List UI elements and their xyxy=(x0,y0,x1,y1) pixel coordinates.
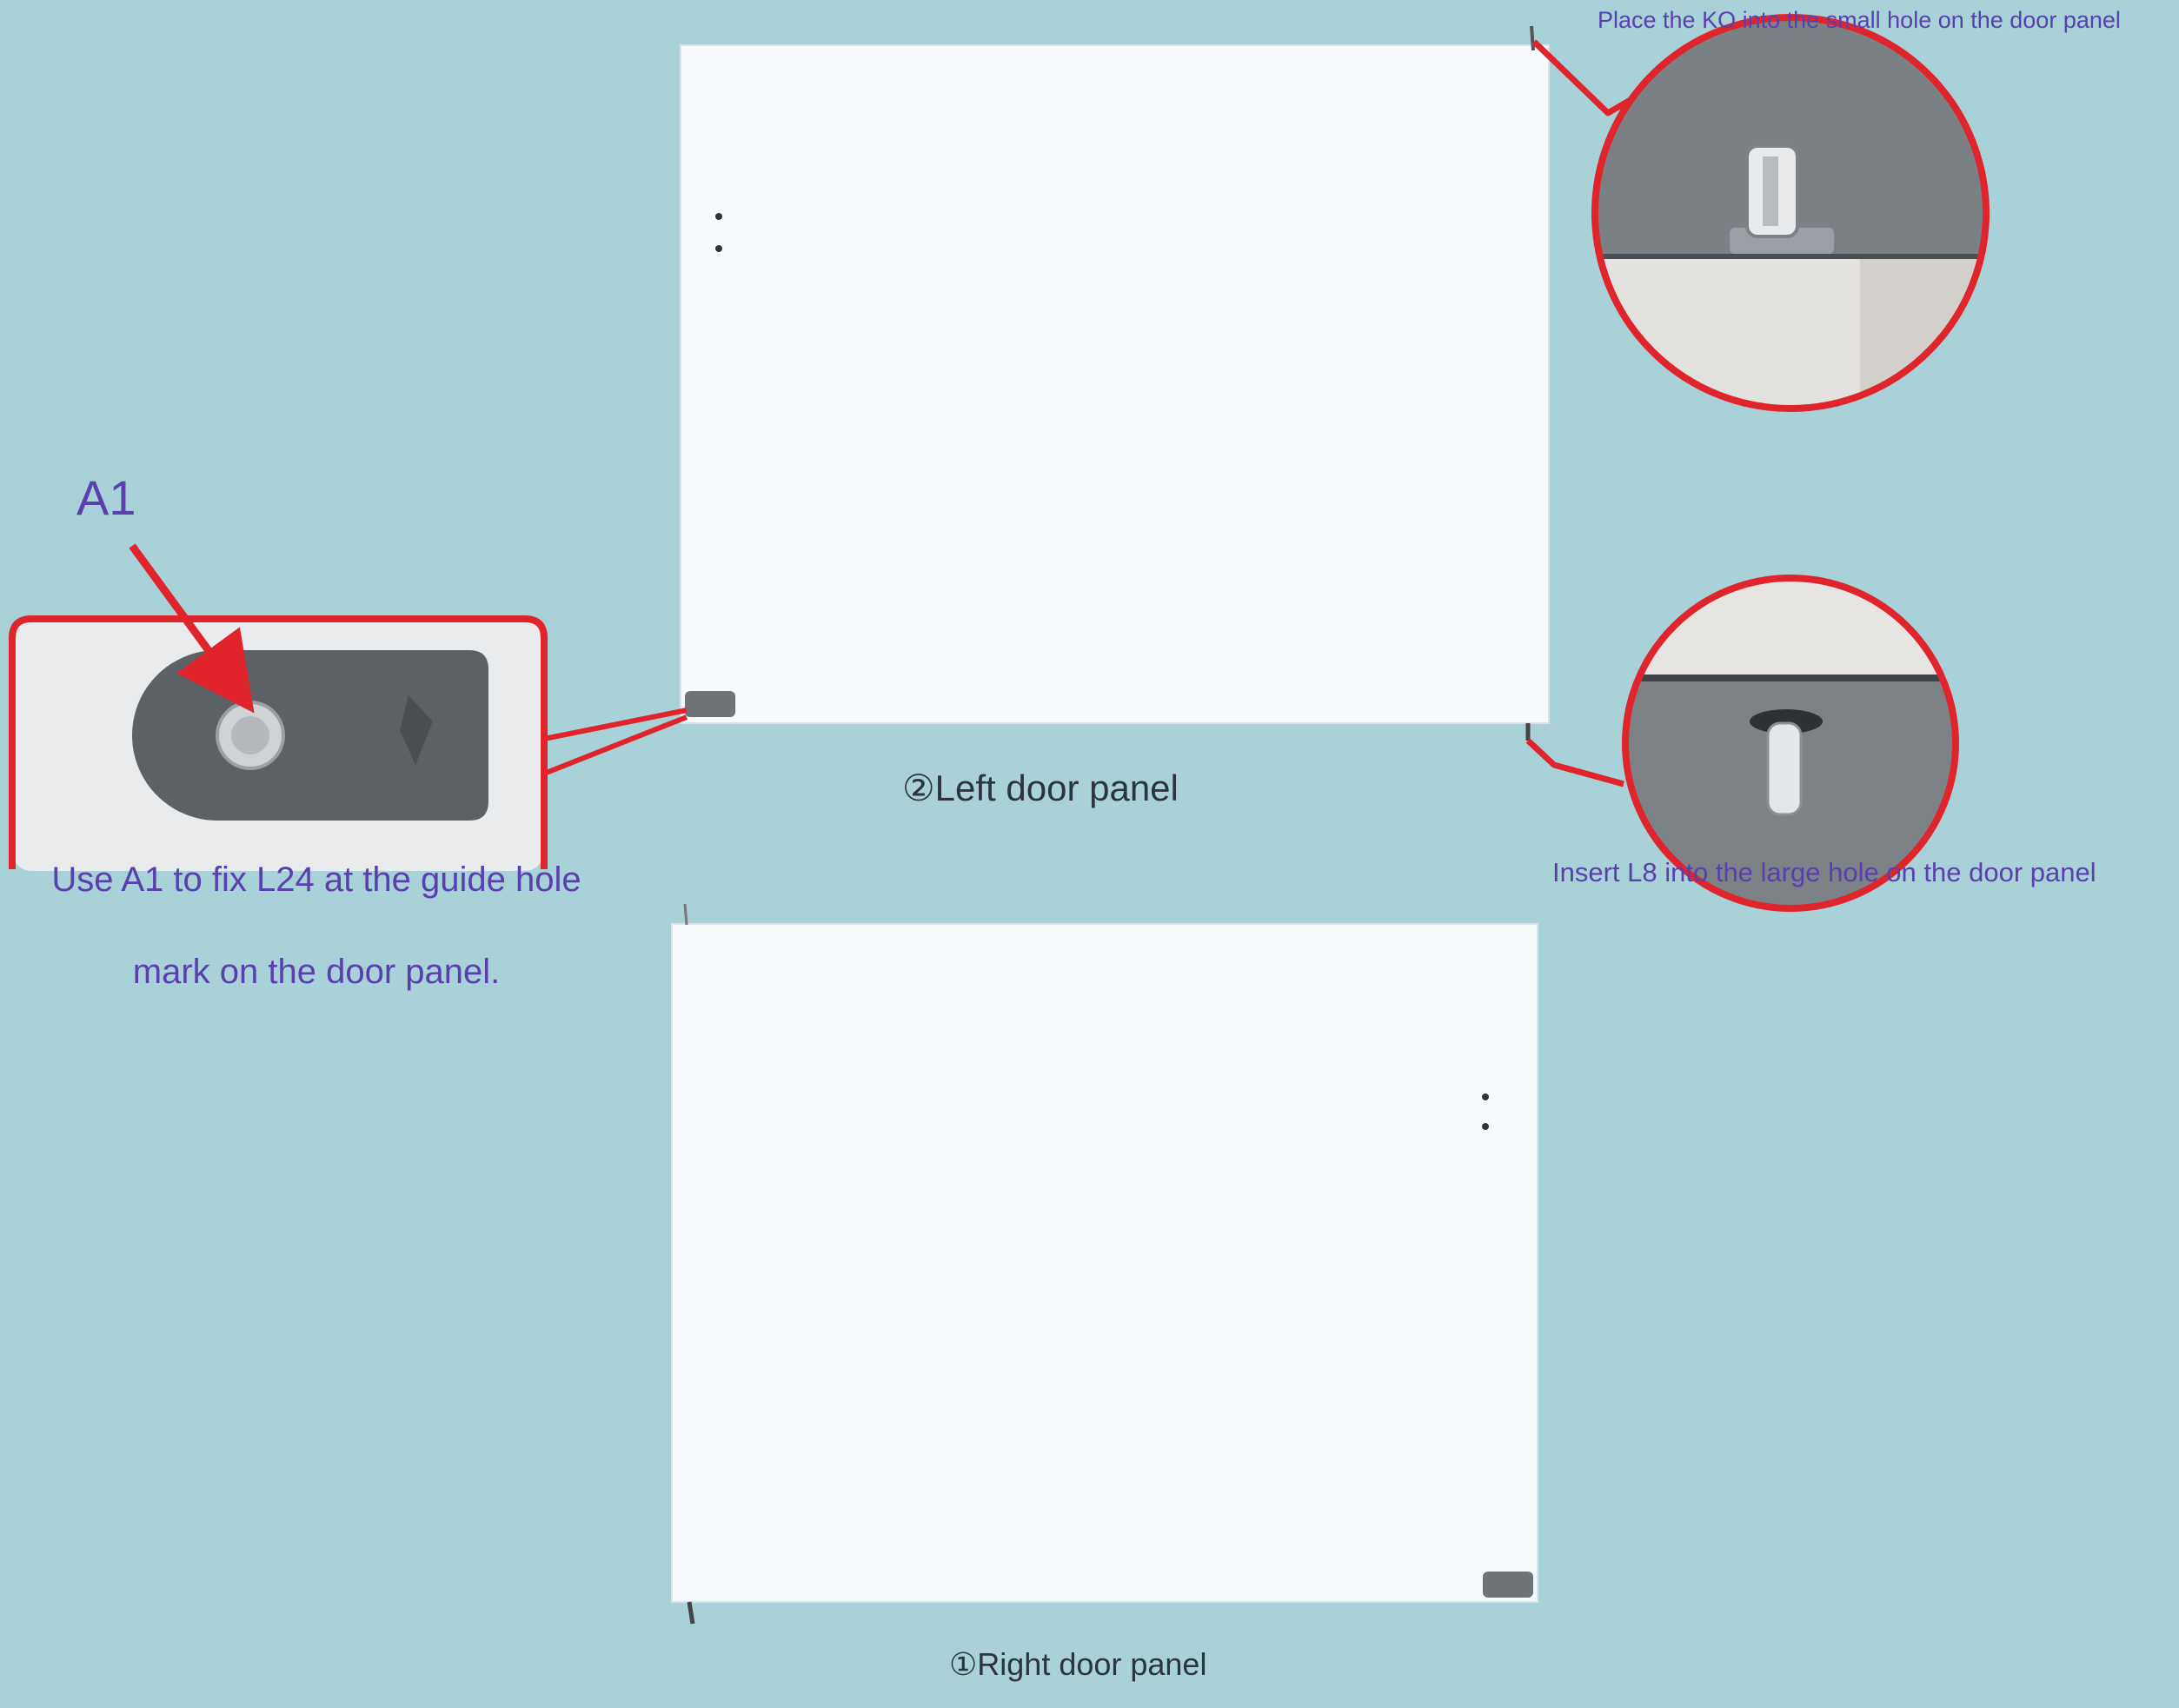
right-door-panel-caption: ①Right door panel xyxy=(949,1646,1206,1683)
hinge-bracket xyxy=(1483,1572,1533,1598)
a1-instruction-line2: mark on the door panel. xyxy=(12,953,621,992)
a1-instruction-line1: Use A1 to fix L24 at the guide hole xyxy=(12,861,621,900)
pin xyxy=(685,904,687,925)
ko-instruction: Place the KO into the small hole on the … xyxy=(1598,7,2121,34)
left-door-panel xyxy=(681,26,1549,741)
guide-hole-mark xyxy=(1482,1093,1489,1100)
ko-callout xyxy=(1534,13,1990,413)
ko-pin xyxy=(1531,26,1533,50)
l8-instruction: Insert L8 into the large hole on the doo… xyxy=(1552,857,2096,888)
a1-closeup xyxy=(12,619,544,871)
part-label-a1: A1 xyxy=(76,469,136,526)
l24-bracket xyxy=(132,650,488,821)
guide-hole-mark xyxy=(1482,1123,1489,1130)
a1-callout xyxy=(12,546,687,871)
left-door-panel-caption: ②Left door panel xyxy=(902,767,1179,809)
right-door-panel xyxy=(672,904,1538,1624)
hinge-bracket xyxy=(685,691,735,717)
guide-hole-mark xyxy=(715,245,722,252)
l8-pin-icon xyxy=(1768,723,1801,814)
pin xyxy=(689,1602,693,1624)
guide-hole-mark xyxy=(715,213,722,220)
